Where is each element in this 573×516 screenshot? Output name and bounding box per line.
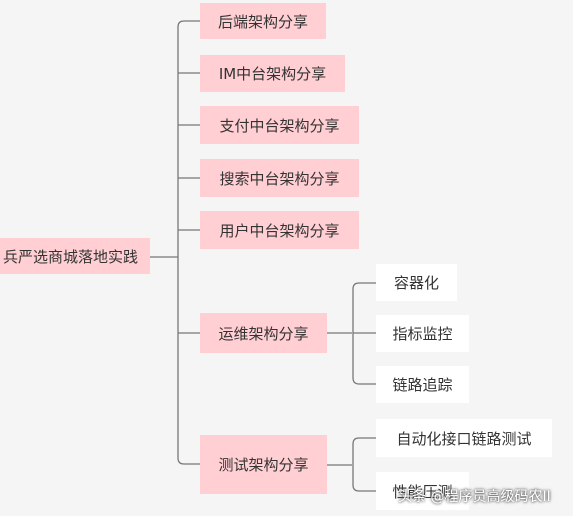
leaf-node-metrics-monitoring[interactable]: 指标监控 [376, 315, 469, 352]
leaf-node-tracing[interactable]: 链路追踪 [376, 366, 469, 403]
branch-node-testing[interactable]: 测试架构分享 [200, 435, 327, 494]
root-node[interactable]: 兵严选商城落地实践 [0, 238, 150, 274]
branch-node-payment[interactable]: 支付中台架构分享 [200, 106, 359, 144]
connector-trunk [177, 20, 200, 465]
connector-testing-children [352, 437, 376, 492]
branch-node-user[interactable]: 用户中台架构分享 [200, 211, 359, 249]
leaf-node-perf-test[interactable]: 性能压测 [376, 472, 469, 510]
branch-node-ops[interactable]: 运维架构分享 [200, 313, 327, 353]
branch-node-backend[interactable]: 后端架构分享 [200, 3, 326, 39]
watermark-text: 头条 @程序员高级码农II [398, 489, 551, 505]
leaf-node-auto-test[interactable]: 自动化接口链路测试 [376, 419, 552, 457]
branch-node-im[interactable]: IM中台架构分享 [200, 55, 345, 92]
branch-node-search[interactable]: 搜索中台架构分享 [200, 159, 359, 197]
leaf-node-containerization[interactable]: 容器化 [376, 264, 457, 301]
